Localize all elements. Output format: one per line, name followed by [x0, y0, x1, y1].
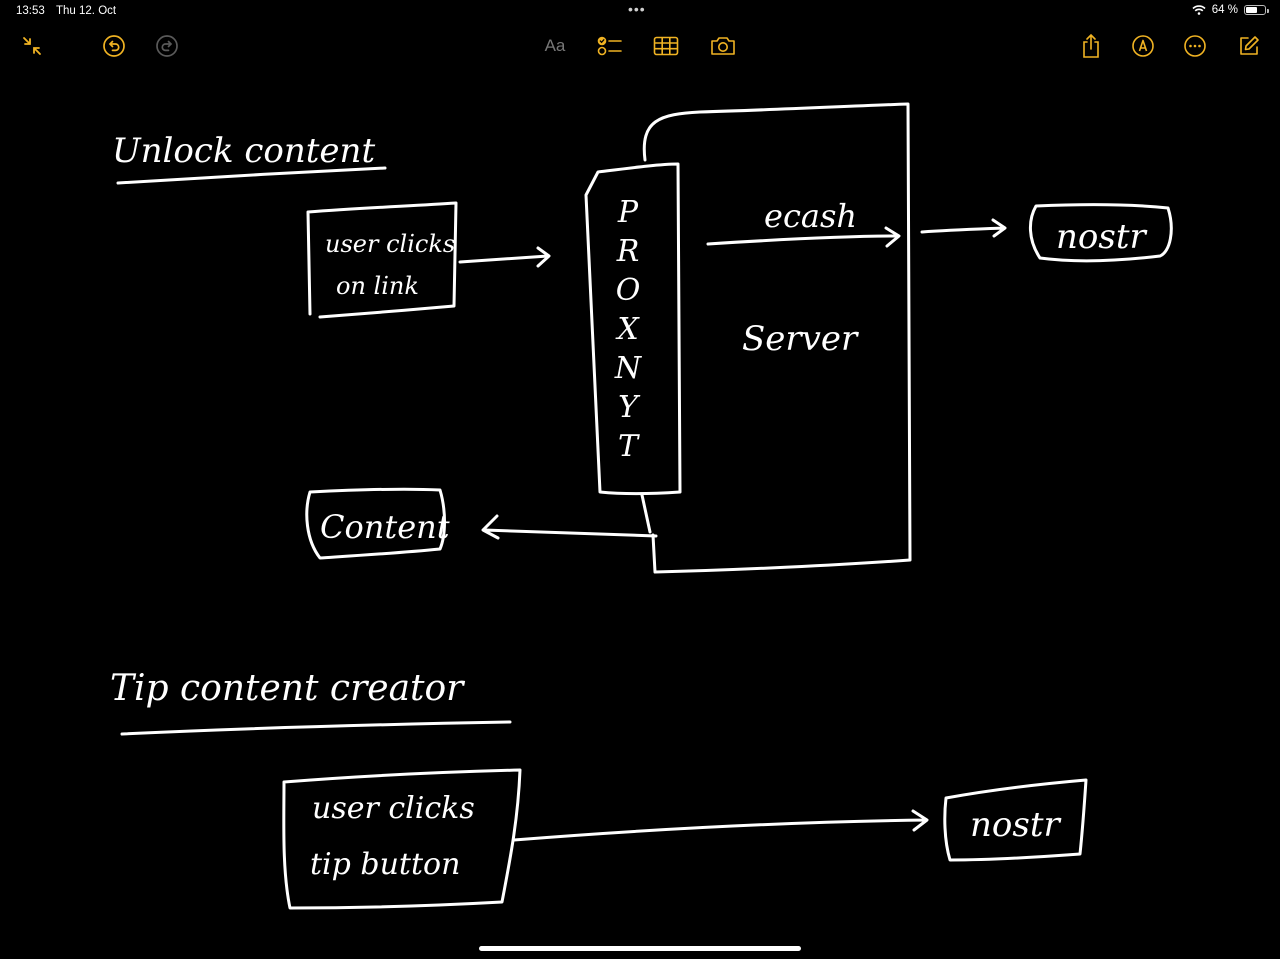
redo-icon[interactable] [152, 31, 182, 61]
ecash-arrow [706, 226, 901, 248]
user-clicks-link-line2: on link [336, 272, 419, 300]
nostr-bottom-box [943, 778, 1088, 862]
proxy-letter: Y [618, 390, 641, 425]
proxy-letter: T [618, 429, 640, 464]
status-bar: 13:53 Thu 12. Oct ••• 64 % [0, 0, 1280, 22]
status-date: Thu 12. Oct [56, 5, 117, 17]
user-clicks-link-box [306, 201, 458, 319]
arrow-link-to-proxy [458, 246, 551, 268]
checklist-icon[interactable] [595, 31, 625, 61]
proxy-letter: P [617, 195, 639, 230]
wifi-icon [1192, 5, 1206, 15]
arrow-server-to-content [481, 514, 658, 540]
nostr-bottom-label: nostr [970, 805, 1061, 845]
section2-title: Tip content creator [110, 668, 465, 709]
battery-text: 64 % [1211, 4, 1238, 16]
battery-icon [1244, 5, 1269, 15]
status-time: 13:53 [16, 5, 45, 17]
undo-icon[interactable] [99, 31, 129, 61]
content-box [305, 487, 446, 560]
proxy-letter: X [615, 312, 640, 347]
more-icon[interactable] [1180, 31, 1210, 61]
share-icon[interactable] [1076, 31, 1106, 61]
proxy-letter: O [616, 273, 641, 308]
nostr-top-label: nostr [1056, 217, 1147, 257]
compose-icon[interactable] [1234, 31, 1264, 61]
content-label: Content [320, 508, 450, 546]
markup-pen-icon[interactable] [1128, 31, 1158, 61]
server-box [640, 102, 912, 574]
battery-tip [1267, 8, 1269, 13]
format-text-button[interactable]: Aa [544, 36, 566, 55]
user-clicks-tip-box [282, 768, 522, 910]
proxy-box [584, 162, 682, 495]
server-label: Server [742, 319, 859, 359]
proxy-letter: R [616, 234, 640, 269]
battery-fill [1246, 7, 1257, 13]
camera-icon[interactable] [708, 31, 738, 61]
section2-underline [120, 720, 512, 736]
status-right: 64 % [1192, 4, 1269, 16]
collapse-icon[interactable] [17, 31, 47, 61]
table-icon[interactable] [651, 31, 681, 61]
arrow-tip-to-nostr [512, 809, 929, 842]
section1-underline [116, 166, 387, 185]
nostr-top-box [1029, 203, 1173, 263]
home-indicator[interactable] [479, 946, 801, 951]
proxy-letter: N [614, 351, 643, 386]
ecash-label: ecash [764, 197, 857, 235]
user-clicks-tip-line1: user clicks [312, 791, 475, 826]
multitasking-dots-icon[interactable]: ••• [628, 1, 646, 17]
user-clicks-tip-line2: tip button [310, 847, 460, 882]
section1-title: Unlock content [112, 131, 375, 171]
user-clicks-link-line1: user clicks [325, 230, 455, 258]
arrow-server-to-nostr [920, 218, 1007, 238]
